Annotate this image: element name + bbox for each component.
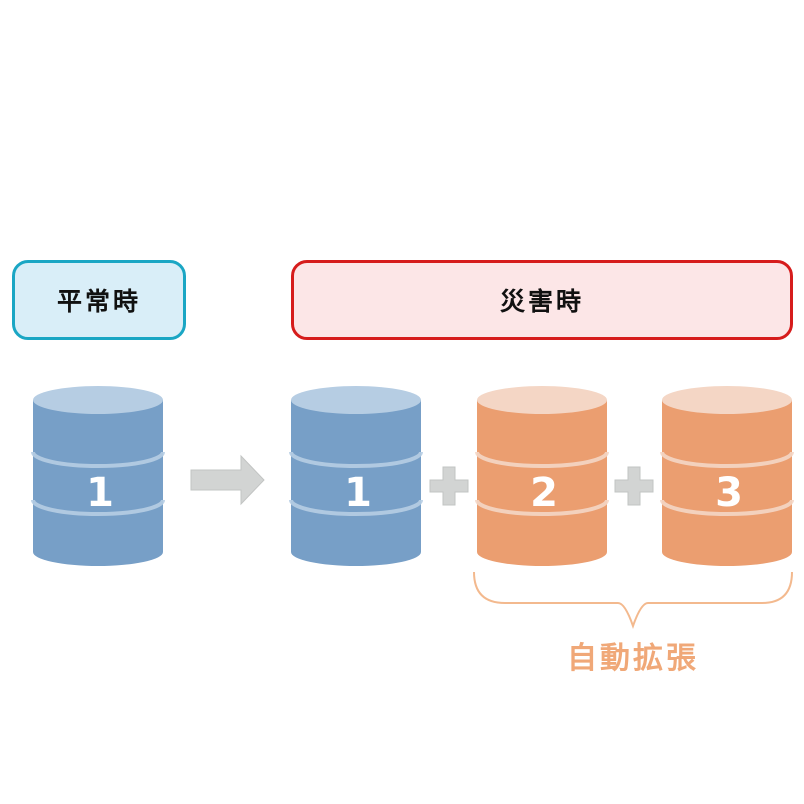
cylinder-body [662,400,792,566]
cylinder-band [289,451,423,468]
cylinder-label-2: 1 [344,470,372,516]
auto-expand-label: 自動拡張 [567,641,699,676]
cylinder-band [475,451,609,468]
cylinder-band [660,451,794,468]
cylinder-top [477,386,607,414]
cylinder-body [33,400,163,566]
cylinder-band [475,499,609,516]
cylinder-top [33,386,163,414]
disaster-time-text: 災害時 [499,287,584,316]
plus-icon [614,466,654,506]
cylinder-label-4: 3 [715,470,743,516]
cylinder-top [662,386,792,414]
cylinder-body [291,400,421,566]
cylinder-band [289,499,423,516]
database-cylinder-disaster-2 [475,386,609,566]
cylinder-top [291,386,421,414]
plus-icon [429,466,469,506]
arrow-right-icon [190,454,265,506]
curly-brace [473,571,793,630]
normal-time-label: 平常時 [12,260,186,340]
database-cylinder-disaster-1 [289,386,423,566]
cylinder-band [31,499,165,516]
cylinder-label-1: 1 [86,470,114,516]
cylinder-band [660,499,794,516]
cylinder-band [31,451,165,468]
database-cylinder-disaster-3 [660,386,794,566]
cylinder-label-3: 2 [530,470,558,516]
database-cylinder-normal-1 [31,386,165,566]
disaster-time-label: 災害時 [291,260,793,340]
cylinder-body [477,400,607,566]
normal-time-text: 平常時 [56,287,141,316]
